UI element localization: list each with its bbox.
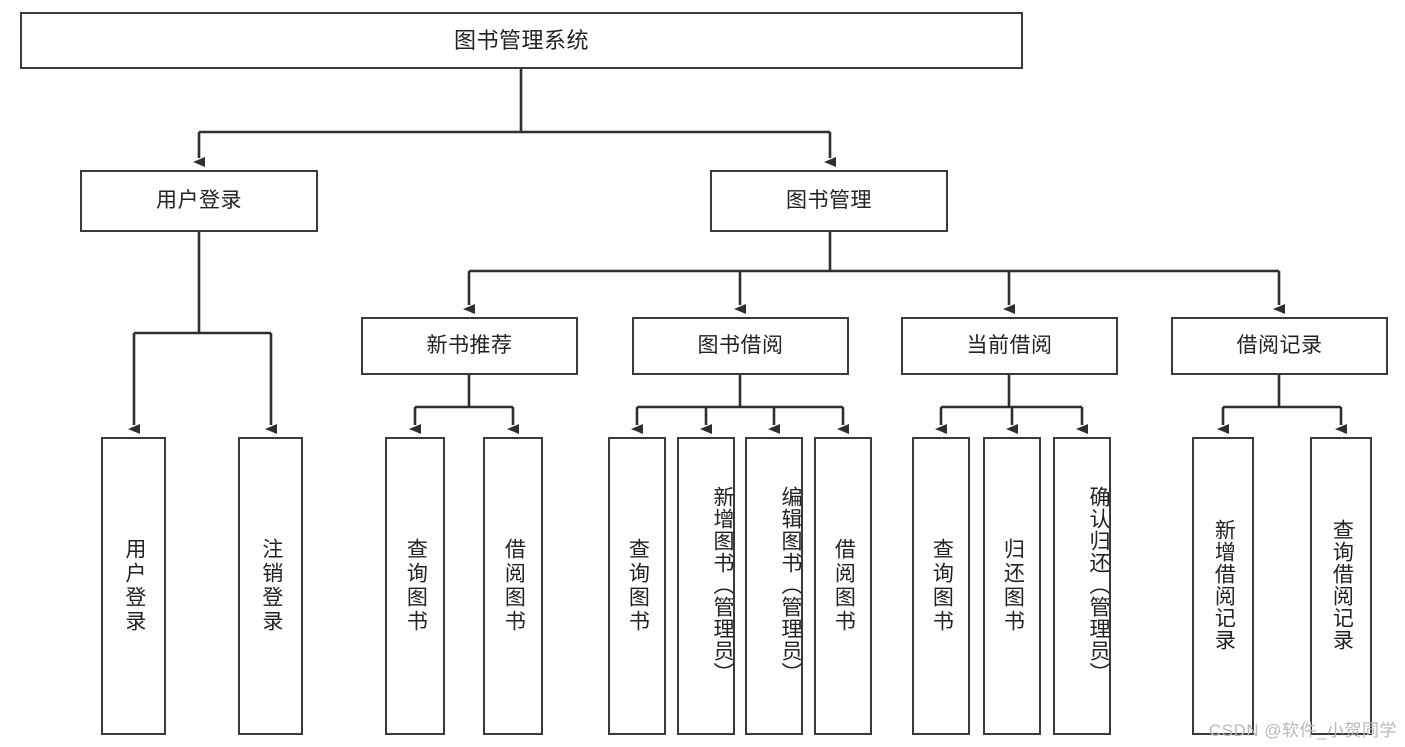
node-borrow-record-label: 借阅记录 (1236, 333, 1323, 357)
node-leaf-borrow-book-recommend[interactable]: 借阅图书 (483, 437, 543, 735)
node-leaf-user-login-label: 用户登录 (122, 538, 146, 634)
node-leaf-query-book-current[interactable]: 查询图书 (912, 437, 970, 735)
node-leaf-borrow-book[interactable]: 借阅图书 (814, 437, 872, 735)
node-book-manage-label: 图书管理 (786, 188, 872, 212)
node-root-label: 图书管理系统 (453, 27, 589, 53)
node-leaf-logout-login-label: 注销登录 (259, 538, 283, 634)
node-leaf-add-book-admin[interactable]: 新增图书（管理员） (677, 437, 735, 735)
node-leaf-user-login[interactable]: 用户登录 (101, 437, 166, 735)
node-leaf-query-book-borrow-label: 查询图书 (626, 538, 650, 634)
node-leaf-query-book-current-label: 查询图书 (930, 538, 954, 634)
node-book-borrow[interactable]: 图书借阅 (632, 317, 849, 375)
node-leaf-borrow-book-recommend-label: 借阅图书 (502, 538, 526, 634)
node-leaf-query-borrow-record[interactable]: 查询借阅记录 (1310, 437, 1372, 735)
node-leaf-query-borrow-record-label: 查询借阅记录 (1330, 519, 1354, 651)
node-current-borrow-label: 当前借阅 (966, 333, 1053, 357)
node-leaf-query-book-borrow[interactable]: 查询图书 (608, 437, 666, 735)
node-new-book-recommend[interactable]: 新书推荐 (361, 317, 578, 375)
node-leaf-return-book-label: 归还图书 (1001, 538, 1025, 634)
node-user-login-label: 用户登录 (156, 188, 242, 212)
node-leaf-add-borrow-record-label: 新增借阅记录 (1212, 519, 1236, 651)
node-current-borrow[interactable]: 当前借阅 (901, 317, 1118, 375)
node-new-book-recommend-label: 新书推荐 (426, 333, 513, 357)
node-book-borrow-label: 图书借阅 (697, 333, 784, 357)
node-leaf-confirm-return-admin-label: 确认归还（管理员） (1087, 486, 1110, 684)
node-leaf-logout-login[interactable]: 注销登录 (238, 437, 303, 735)
node-leaf-borrow-book-label: 借阅图书 (832, 538, 856, 634)
node-leaf-edit-book-admin[interactable]: 编辑图书（管理员） (745, 437, 803, 735)
node-leaf-return-book[interactable]: 归还图书 (983, 437, 1041, 735)
node-leaf-edit-book-admin-label: 编辑图书（管理员） (779, 486, 802, 684)
node-leaf-query-book-recommend[interactable]: 查询图书 (385, 437, 445, 735)
node-borrow-record[interactable]: 借阅记录 (1171, 317, 1388, 375)
node-user-login[interactable]: 用户登录 (80, 170, 318, 232)
node-leaf-add-borrow-record[interactable]: 新增借阅记录 (1192, 437, 1254, 735)
csdn-watermark: CSDN @软件_小贺同学 (1208, 721, 1397, 740)
node-book-manage[interactable]: 图书管理 (710, 170, 948, 232)
node-leaf-query-book-recommend-label: 查询图书 (404, 538, 428, 634)
node-root[interactable]: 图书管理系统 (20, 12, 1023, 69)
node-leaf-add-book-admin-label: 新增图书（管理员） (711, 486, 734, 684)
node-leaf-confirm-return-admin[interactable]: 确认归还（管理员） (1053, 437, 1111, 735)
